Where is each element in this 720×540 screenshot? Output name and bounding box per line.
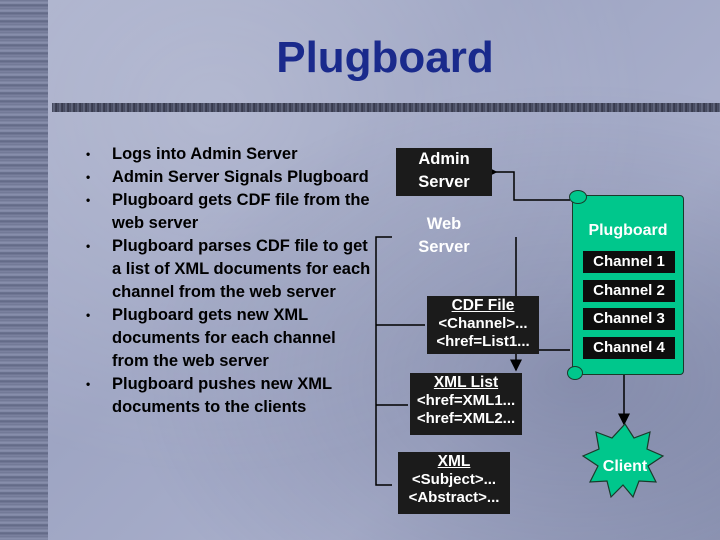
bullet-item: •Plugboard pushes new XML documents to t… [86,375,332,416]
slide-title: Plugboard [276,33,494,82]
bullet-item: •Plugboard gets new XML documents for ea… [86,306,336,370]
bullet-item: •Plugboard parses CDF file to get a list… [86,237,371,301]
title-divider [52,103,720,112]
client-star-shape [581,423,665,499]
xml-list-line: <href=XML2... [416,410,516,427]
scroll-curl-icon [567,366,583,380]
cdf-file-line: <Channel>... [438,315,528,332]
scroll-curl-icon [569,190,587,204]
xml-header: XML [437,453,471,470]
cdf-file-line: <href=List1... [436,333,530,350]
channel-3: Channel 3 [583,308,675,330]
admin-to-plugboard-connector [485,166,570,201]
web-server-label: Web Server [418,215,470,256]
xml-line: <Subject>... [411,471,497,488]
left-decorative-stripe [0,0,48,540]
client-label: Client [602,458,648,475]
cdf-file-header: CDF File [451,297,515,314]
xml-list-line: <href=XML1... [416,392,516,409]
bullet-item: •Logs into Admin Server [86,145,298,163]
bracket-connector [375,236,392,486]
plugboard-scroll: Plugboard Channel 1 Channel 2 Channel 3 … [567,190,684,380]
xml-line: <Abstract>... [408,489,500,506]
bullet-list: •Logs into Admin Server •Admin Server Si… [82,143,372,419]
xml-box: XML <Subject>... <Abstract>... [398,452,510,514]
admin-server-box: Admin Server [396,148,492,196]
bullet-item: •Admin Server Signals Plugboard [86,168,369,186]
channel-1: Channel 1 [583,251,675,273]
channel-2: Channel 2 [583,280,675,302]
channel-4: Channel 4 [583,337,675,359]
xml-list-header: XML List [433,374,499,391]
xml-list-box: XML List <href=XML1... <href=XML2... [410,373,522,435]
bullet-item: •Plugboard gets CDF file from the web se… [86,191,370,232]
cdf-file-box: CDF File <Channel>... <href=List1... [427,296,539,354]
plugboard-title: Plugboard [588,222,668,239]
